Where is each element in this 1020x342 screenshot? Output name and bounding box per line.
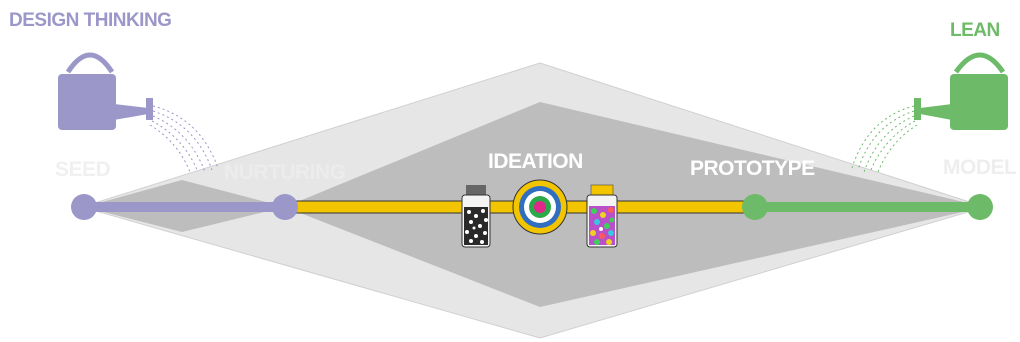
- model-node: [967, 194, 993, 220]
- lean-title: LEAN: [950, 20, 1000, 41]
- watering-can-icon: [58, 52, 219, 173]
- stage-label-ideation: IDEATION: [488, 150, 583, 173]
- design-thinking-title: DESIGN THINKING: [9, 10, 172, 31]
- colorful-jar-icon: [586, 184, 618, 248]
- stage-label-model: MODEL: [943, 156, 1017, 179]
- watering-can-icon: [851, 52, 1008, 173]
- stage-label-seed: SEED: [55, 158, 111, 181]
- target-icon: [512, 179, 568, 235]
- stage-label-prototype: PROTOTYPE: [690, 157, 815, 180]
- stage-label-nurturing: NURTURING: [224, 161, 346, 184]
- prototype-node: [742, 194, 768, 220]
- nurturing-node: [272, 194, 298, 220]
- seed-jar-icon: [461, 185, 491, 248]
- seed-node: [71, 194, 97, 220]
